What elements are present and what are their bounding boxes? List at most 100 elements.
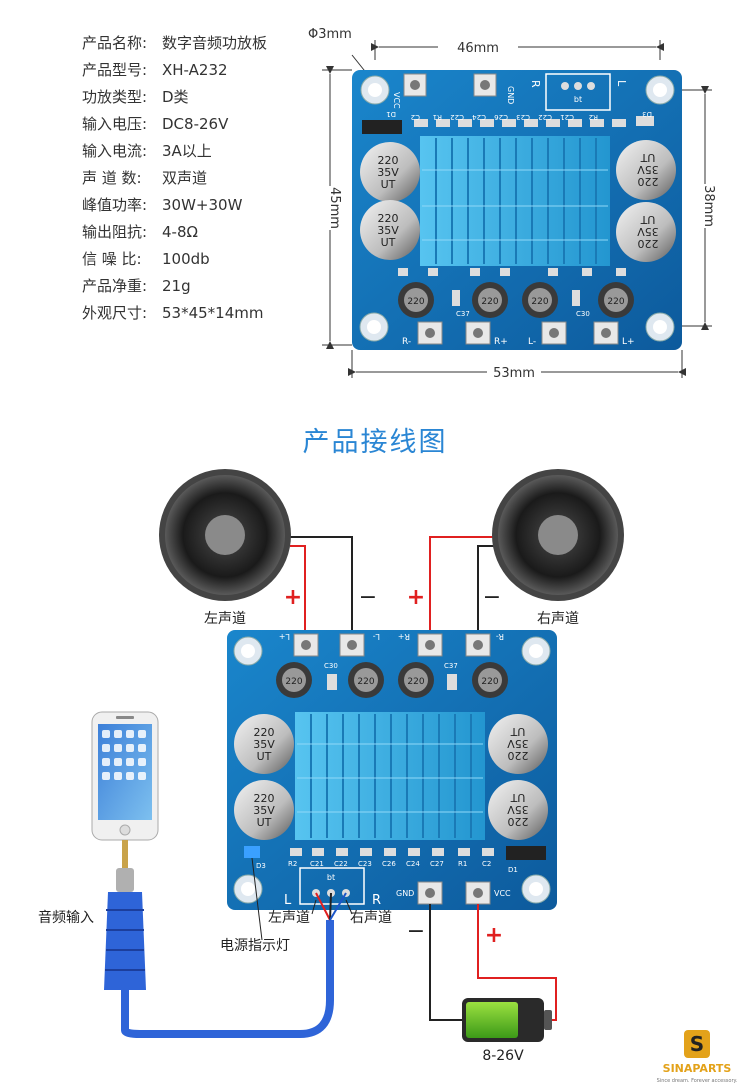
cap-text: UT <box>510 725 525 738</box>
cap-text: UT <box>381 236 396 249</box>
comp-c37: C37 <box>444 662 458 670</box>
cap-text: UT <box>510 791 525 804</box>
brand-tagline: Since dream. Forever accessory. <box>657 1078 738 1084</box>
label-d1: D1 <box>508 866 518 874</box>
label-rminus: R- <box>496 632 504 641</box>
left-speaker-label: 左声道 <box>204 611 246 627</box>
label-bt: bt <box>574 95 582 104</box>
label-gnd: GND <box>506 86 515 104</box>
comp-label: C24 <box>406 860 420 868</box>
comp-r1: R1 <box>433 113 442 121</box>
dim-width: 53mm <box>493 366 535 381</box>
cap-text: 220 <box>378 212 399 225</box>
label-lplus: L+ <box>279 632 290 641</box>
label-vcc: VCC <box>494 889 511 898</box>
inductor-label: 220 <box>357 677 374 687</box>
inductors-top <box>398 282 634 318</box>
spec-label: 产品型号: <box>82 61 148 79</box>
cap-text: UT <box>257 816 272 829</box>
comp-label: R1 <box>458 860 467 868</box>
spec-row: 峰值功率:30W+30W <box>82 192 267 219</box>
cap-text: 220 <box>508 749 529 762</box>
right-speaker <box>492 469 624 601</box>
label-r: R <box>372 893 381 908</box>
spec-list: 产品名称:数字音频功放板 产品型号: XH-A232 功放类型:D类 输入电压: D… <box>82 30 267 327</box>
phone-icon <box>91 711 159 841</box>
cap-text: UT <box>381 178 396 191</box>
audio-input-label: 音频输入 <box>38 909 94 926</box>
label-r-plus: R+ <box>494 337 508 347</box>
comp-c30: C30 <box>576 310 590 318</box>
cap-text: UT <box>257 750 272 763</box>
comp-label: R2 <box>288 860 297 868</box>
label-lminus: L- <box>373 632 380 641</box>
spec-row: 声 道 数: 双声道 <box>82 165 267 192</box>
speaker-wires <box>290 536 496 640</box>
voltage-label: 8-26V <box>482 1048 524 1064</box>
cap-text: UT <box>640 213 655 226</box>
label-r-minus: R- <box>402 337 411 347</box>
spec-label: 峰值功率: <box>82 196 148 214</box>
spec-value: 21g <box>162 277 191 295</box>
spec-row: 功放类型:D类 <box>82 84 267 111</box>
speaker-terminals <box>293 633 491 657</box>
audio-cable <box>121 920 334 1038</box>
spec-label: 输出阻抗: <box>82 223 148 241</box>
comp-c26: C26 <box>494 113 508 121</box>
battery-icon <box>462 998 552 1042</box>
right-channel-label: 右声道 <box>350 910 392 926</box>
comp-c24: C24 <box>472 113 486 121</box>
spec-label: 外观尺寸: <box>82 304 148 322</box>
comp-d1: D1 <box>386 110 396 118</box>
comp-c23: C23 <box>516 113 530 121</box>
spec-value: 数字音频功放板 <box>162 34 268 52</box>
smd-row-bottom <box>398 268 626 276</box>
label-rplus: R+ <box>398 632 410 641</box>
spec-row: 信 噪 比:100db <box>82 246 267 273</box>
spec-value: XH-A232 <box>162 61 228 79</box>
pointer-lines <box>251 857 353 941</box>
audio-signal-wires <box>315 892 347 921</box>
spec-label: 声 道 数: <box>82 169 142 187</box>
spec-label: 产品净重: <box>82 277 148 295</box>
cap-text: 35V <box>637 225 659 238</box>
cap-text: 35V <box>377 166 399 179</box>
minus-sign: − <box>483 585 501 610</box>
label-l: L <box>615 80 628 87</box>
spec-value: 100db <box>162 250 210 268</box>
cap-text: 35V <box>253 804 275 817</box>
label-vcc: VCC <box>392 92 401 109</box>
big-capacitors-top <box>360 140 676 262</box>
spec-value: D类 <box>162 88 189 106</box>
comp-label: C23 <box>358 860 372 868</box>
spec-row: 输入电流:3A以上 <box>82 138 267 165</box>
wiring-diagram-title: 产品接线图 <box>302 427 448 458</box>
comp-r2: R2 <box>589 113 598 121</box>
big-capacitors-wiring <box>234 714 548 840</box>
brand-letter: S <box>690 1032 704 1056</box>
comp-label: C2 <box>482 860 491 868</box>
cap-text: 220 <box>638 237 659 250</box>
inductors-wiring <box>276 662 508 698</box>
cap-text: 35V <box>377 224 399 237</box>
smd-row <box>362 116 654 134</box>
dim-hole-spacing: 46mm <box>457 41 499 56</box>
mounting-holes-wiring <box>233 636 551 904</box>
heatsink-top <box>420 136 610 266</box>
spec-value: DC8-26V <box>162 115 229 133</box>
spec-row: 产品名称:数字音频功放板 <box>82 30 267 57</box>
inductor-label: 220 <box>607 297 624 307</box>
comp-c22b: C22 <box>538 113 552 121</box>
comp-label: C21 <box>310 860 324 868</box>
plus-sign: + <box>485 923 503 948</box>
spec-value: 双声道 <box>162 169 208 187</box>
power-led <box>244 846 260 858</box>
left-channel-label: 左声道 <box>268 910 310 926</box>
inductor-label: 220 <box>407 297 424 307</box>
comp-c2: C2 <box>411 113 420 121</box>
minus-sign: − <box>407 919 425 944</box>
spec-value: 53*45*14mm <box>162 304 264 322</box>
spec-label: 输入电压: <box>82 115 148 133</box>
spec-row: 产品净重: 21g <box>82 273 267 300</box>
